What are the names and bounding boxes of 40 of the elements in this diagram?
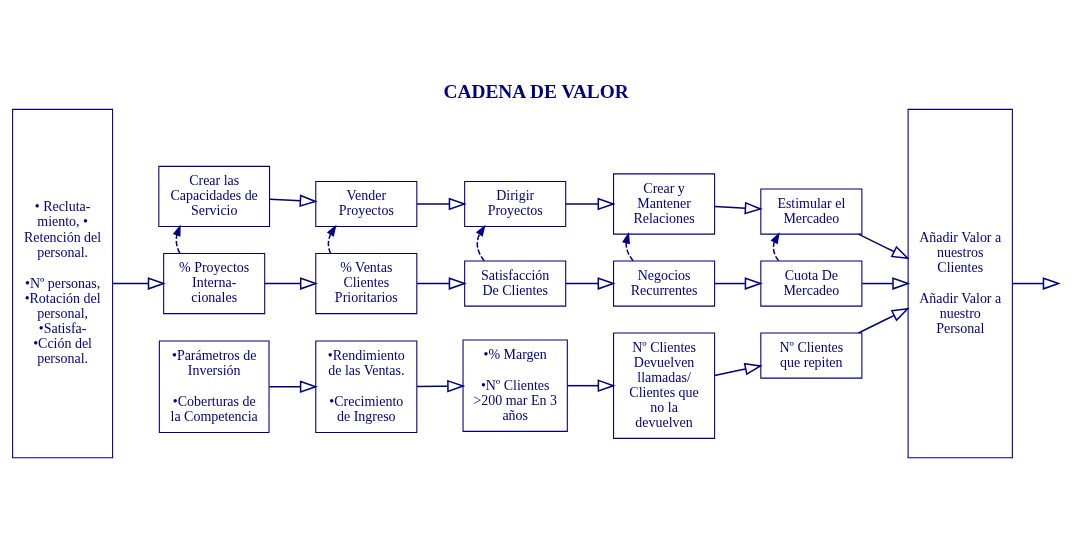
node-box: Estimular el Mercadeo: [760, 188, 863, 235]
arrow: [416, 277, 467, 290]
arrow: [713, 277, 763, 290]
arrow: [565, 277, 616, 290]
arrow: [566, 379, 616, 392]
node-box: Nº Clientes Devuelven llamadas/ Clientes que no la devuelven: [613, 332, 716, 439]
arrow: [269, 194, 318, 208]
arrow: [172, 224, 181, 255]
node-box: •Rendimiento de las Ventas. •Crecimiento de Ingreso: [315, 340, 418, 433]
node-box: % Ventas Clientes Prioritarios: [315, 252, 418, 315]
node-box: Vender Proyectos: [315, 180, 418, 228]
node-box: Dirigir Proyectos: [464, 180, 567, 228]
arrow: [713, 201, 763, 215]
arrow: [111, 277, 166, 290]
arrow: [475, 224, 486, 262]
node-box: Crear y Mantener Relaciones: [613, 173, 716, 235]
node-box: Añadir Valor a nuestros Clientes Añadir Valor a nuestro Personal: [907, 108, 1013, 459]
arrow: [857, 307, 910, 334]
arrow: [565, 197, 616, 211]
arrow: [857, 233, 910, 260]
node-box: Cuota De Mercadeo: [760, 260, 863, 307]
node-box: % Proyectos Interna- cionales: [163, 252, 266, 315]
diagram-title: CADENA DE VALOR: [443, 81, 629, 103]
node-box: Satisfacción De Clientes: [464, 260, 567, 307]
arrow: [713, 362, 763, 377]
arrow: [1011, 277, 1061, 290]
arrow: [264, 277, 319, 290]
node-box: •Parámetros de Inversión •Coberturas de la Competencia: [158, 340, 270, 433]
arrow: [622, 232, 634, 262]
arrow: [770, 232, 780, 262]
arrow: [416, 197, 467, 211]
node-box: •% Margen •Nº Clientes >200 mar En 3 años: [462, 339, 568, 432]
node-box: • Recluta- miento, • Retención del personal. •Nº personas, •Rotación del personal, •Satisfa- •Cción del personal.: [12, 108, 114, 459]
arrow: [416, 379, 466, 393]
arrow: [326, 224, 337, 255]
node-box: Nº Clientes que repiten: [760, 332, 863, 379]
arrow: [861, 277, 911, 290]
node-box: Negocios Recurrentes: [613, 260, 716, 307]
node-box: Crear las Capacidades de Servicio: [158, 165, 271, 228]
arrow: [268, 380, 318, 394]
